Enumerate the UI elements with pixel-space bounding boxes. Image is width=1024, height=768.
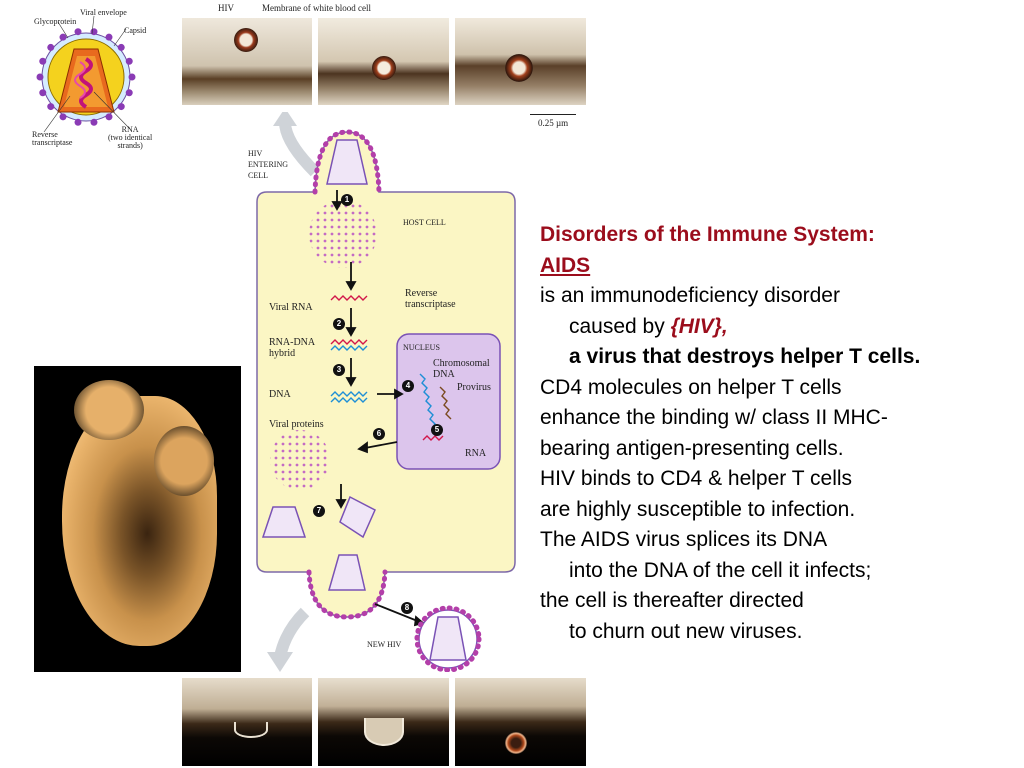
step-7-marker: 7 <box>313 505 325 517</box>
hiv-virion-diagram: Glycoprotein Viral envelope Capsid Rever… <box>22 4 162 150</box>
rna-dna-hybrid-label: RNA-DNA hybrid <box>269 337 316 359</box>
glycoprotein-knob <box>39 57 47 65</box>
text-line-12: to churn out new viruses. <box>569 619 803 643</box>
glycoprotein-knob <box>74 118 82 126</box>
infected-t-cell-photo <box>34 366 241 672</box>
reverse-transcriptase-diagram-label: Reverse transcriptase <box>405 288 456 310</box>
virus-particle <box>372 56 396 80</box>
text-line-9: The AIDS virus splices its DNA <box>540 528 828 551</box>
micrograph-6 <box>455 678 586 766</box>
budding-virus <box>364 718 404 746</box>
step-8-marker: 8 <box>401 602 413 614</box>
rna-label: RNA (two identical strands) <box>108 125 153 150</box>
glycoprotein-knob <box>90 28 98 36</box>
virus-particle <box>234 28 258 52</box>
micrograph-1 <box>182 18 312 105</box>
glycoprotein-knob <box>125 57 133 65</box>
scale-bar-label: 0.25 µm <box>538 118 569 128</box>
text-line-6: bearing antigen-presenting cells. <box>540 436 844 460</box>
scale-bar <box>530 114 576 115</box>
text-line-7: HIV binds to CD4 & helper T cells <box>540 467 853 490</box>
life-cycle-illustration <box>256 108 516 673</box>
glycoprotein-label: Glycoprotein <box>34 17 77 26</box>
viral-proteins-label: Viral proteins <box>269 419 324 430</box>
text-line-8: are highly susceptible to infection. <box>540 497 856 521</box>
text-line-10: into the DNA of the cell it infects; <box>569 558 872 582</box>
step-5-marker: 5 <box>431 424 443 436</box>
hiv-life-cycle-diagram: HIV ENTERING CELL HOST CELL Viral RNA Re… <box>245 108 535 673</box>
dna-label: DNA <box>269 389 291 400</box>
rna-diagram-label: RNA <box>465 448 487 459</box>
step-4-marker: 4 <box>402 380 414 392</box>
glycoprotein-knob <box>47 43 55 51</box>
glycoprotein-knob <box>117 43 125 51</box>
viral-envelope-label: Viral envelope <box>80 8 127 17</box>
glycoprotein-knob <box>47 103 55 111</box>
budding-membrane <box>234 722 268 738</box>
step-3-marker: 3 <box>333 364 345 376</box>
virus-particle <box>505 54 533 82</box>
glycoprotein-knob <box>125 89 133 97</box>
step-2-marker: 2 <box>333 318 345 330</box>
glycoprotein-knob <box>128 73 136 81</box>
t-cell-bleb <box>74 380 144 440</box>
glycoprotein-knob <box>90 118 98 126</box>
text-line-11: the cell is thereafter directed <box>540 589 804 612</box>
reverse-transcriptase-label: Reverse transcriptase <box>32 130 73 147</box>
micrograph-membrane-label: Membrane of white blood cell <box>262 3 371 13</box>
text-line-4: CD4 molecules on helper T cells <box>540 375 842 399</box>
text-line-1: is an immunodeficiency disorder <box>540 284 840 307</box>
chromosomal-dna-label: Chromosomal DNA <box>433 358 490 380</box>
micrograph-4 <box>182 678 312 766</box>
micrograph-5 <box>318 678 449 766</box>
t-cell-bleb <box>154 426 214 496</box>
micrograph-3 <box>455 18 586 105</box>
aids-text-block: Disorders of the Immune System: AIDS is … <box>540 220 1010 647</box>
provirus-label: Provirus <box>457 382 491 393</box>
glycoprotein-knob <box>105 113 113 121</box>
viral-rna-label: Viral RNA <box>269 302 313 313</box>
title-aids: AIDS <box>540 253 591 277</box>
text-line-3: a virus that destroys helper T cells. <box>569 345 921 368</box>
hiv-entering-label: HIV ENTERING CELL <box>248 149 288 180</box>
title-line-1: Disorders of the Immune System: <box>540 223 875 246</box>
capsid-label: Capsid <box>124 26 147 35</box>
glycoprotein-knob <box>74 28 82 36</box>
glycoprotein-knob <box>59 33 67 41</box>
micrograph-hiv-label: HIV <box>218 3 234 13</box>
nucleus-label: NUCLEUS <box>403 343 440 352</box>
host-cell-label: HOST CELL <box>403 218 446 227</box>
step-6-marker: 6 <box>373 428 385 440</box>
glycoprotein-knob <box>105 33 113 41</box>
step-1-marker: 1 <box>341 194 353 206</box>
text-line-5: enhance the binding w/ class II MHC- <box>540 406 888 429</box>
released-virus <box>505 732 527 754</box>
glycoprotein-knob <box>59 113 67 121</box>
text-line-2: caused by {HIV}, <box>540 312 1010 343</box>
glycoprotein-knob <box>39 89 47 97</box>
glycoprotein-knob <box>36 73 44 81</box>
glycoprotein-knob <box>117 103 125 111</box>
hiv-highlight: {HIV}, <box>670 314 728 338</box>
virion-illustration <box>36 15 136 133</box>
micrograph-2 <box>318 18 449 105</box>
new-hiv-label: NEW HIV <box>367 640 402 649</box>
caused-by-text: caused by <box>569 314 671 338</box>
